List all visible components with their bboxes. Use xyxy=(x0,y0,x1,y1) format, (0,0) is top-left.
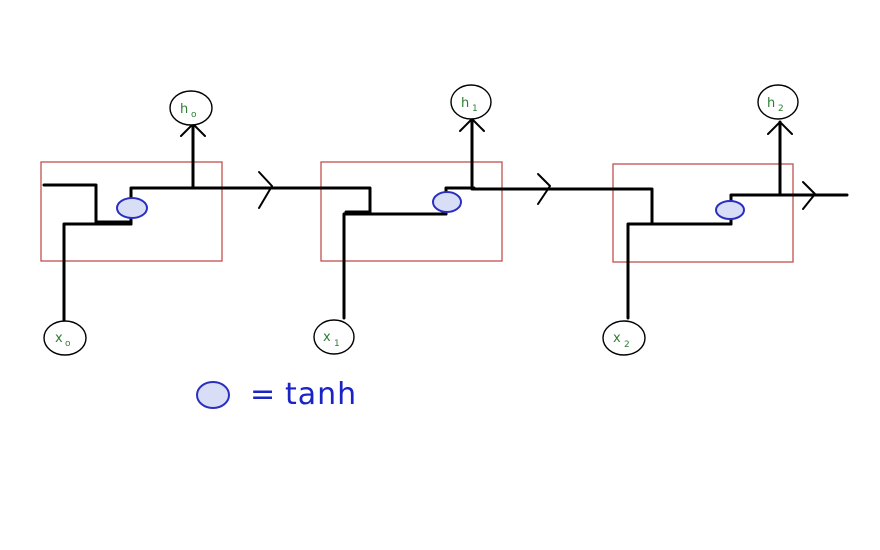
rnn-cell-box-1 xyxy=(320,161,503,262)
input-node-x0-subscript: o xyxy=(65,339,71,349)
legend: = tanh xyxy=(196,377,357,412)
output-node-h2-letter: h xyxy=(767,96,775,111)
input-node-x0: x o xyxy=(43,320,87,356)
cell2-output-arrowhead xyxy=(767,121,793,135)
legend-label: tanh xyxy=(285,377,357,412)
output-node-h0: h o xyxy=(169,90,213,126)
hidden-link-0-1-arrow xyxy=(258,171,273,209)
legend-tanh-symbol xyxy=(196,381,230,409)
tanh-node-0 xyxy=(116,197,148,219)
input-node-x2: x 2 xyxy=(602,320,646,356)
output-node-h1-subscript: 1 xyxy=(472,104,478,114)
tanh-node-1 xyxy=(432,191,462,213)
rnn-cell-box-0 xyxy=(40,161,223,262)
cell2-input-path xyxy=(626,222,733,320)
input-node-x1-letter: x xyxy=(323,330,331,345)
legend-equals: = xyxy=(250,377,276,412)
output-node-h1-letter: h xyxy=(461,96,469,111)
tanh-node-2 xyxy=(715,200,745,220)
hidden-link-1-2-arrow xyxy=(537,173,551,205)
input-node-x1: x 1 xyxy=(313,319,355,355)
input-node-x1-subscript: 1 xyxy=(334,339,340,349)
output-node-h2: h 2 xyxy=(757,84,799,120)
output-node-h0-subscript: o xyxy=(191,110,197,120)
input-node-x0-letter: x xyxy=(55,331,63,346)
output-node-h1: h 1 xyxy=(450,84,492,120)
hidden-link-2-out-arrow xyxy=(802,181,816,210)
hidden-link-1-2 xyxy=(470,187,654,226)
cell1-input-path xyxy=(342,212,448,320)
output-node-h0-letter: h xyxy=(180,102,188,117)
input-node-x2-subscript: 2 xyxy=(624,340,630,350)
rnn-cell-box-2 xyxy=(612,163,794,263)
cell0-input-path xyxy=(62,222,133,322)
hidden-link-0-1 xyxy=(191,186,372,214)
input-node-x2-letter: x xyxy=(613,331,621,346)
cell0-hidden-in-path xyxy=(42,183,133,224)
output-node-h2-subscript: 2 xyxy=(778,104,784,114)
